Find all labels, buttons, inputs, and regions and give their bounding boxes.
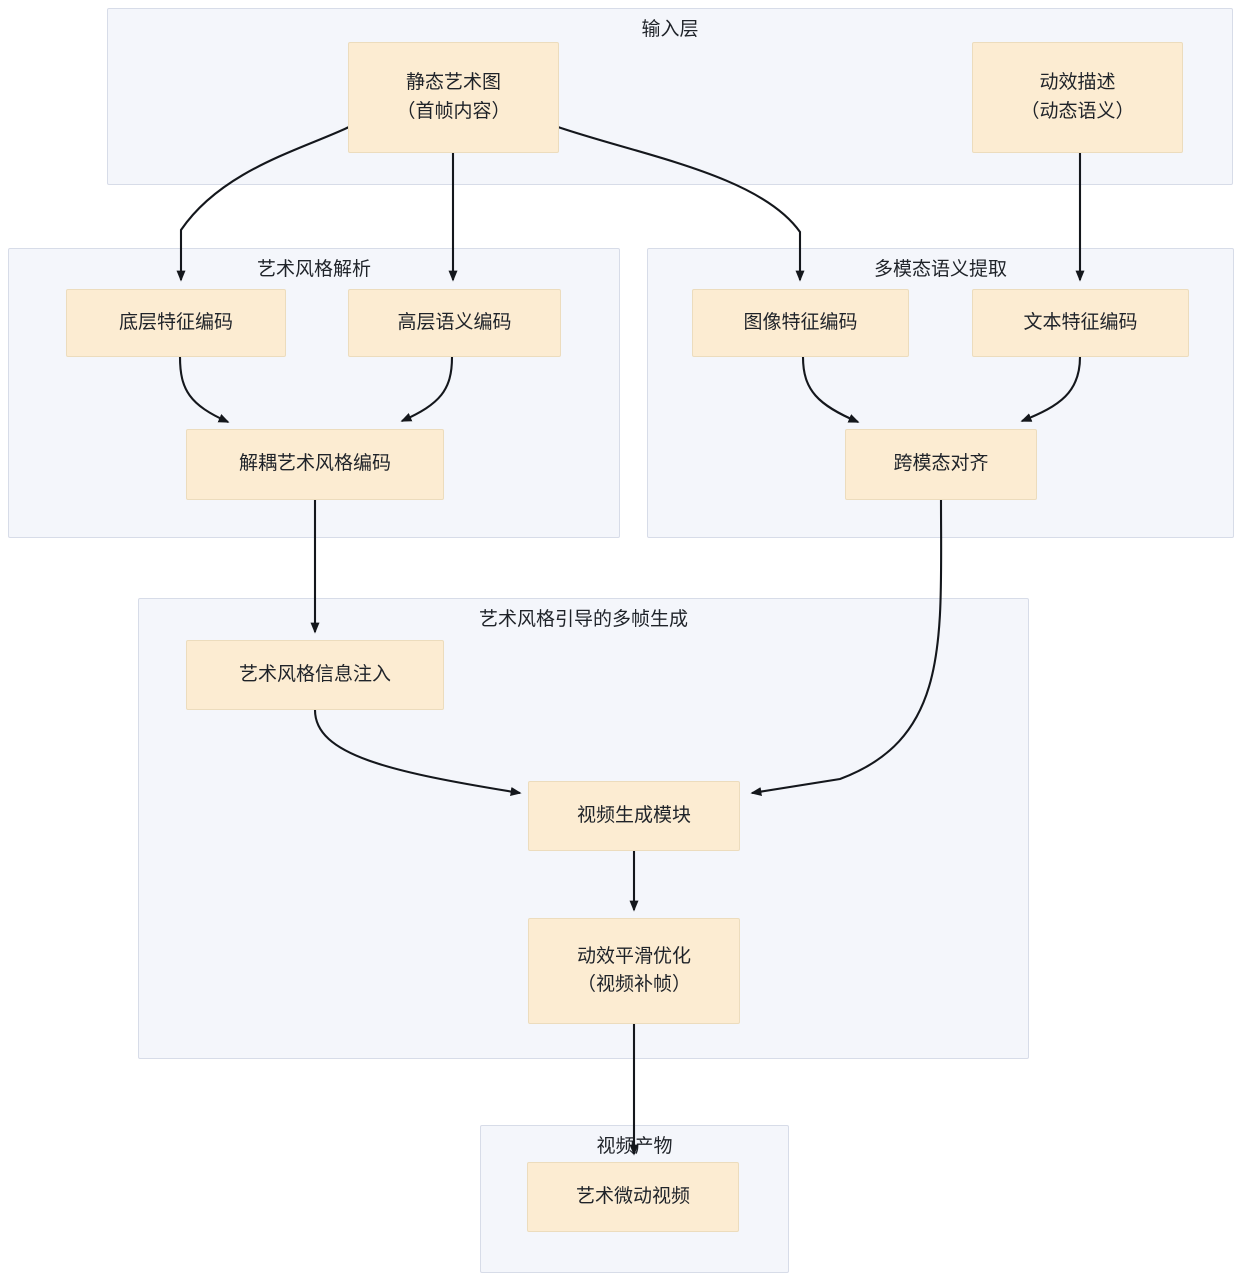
node-style-info-injection[interactable]: 艺术风格信息注入 [186,640,444,710]
cluster-label-multiframe-generation: 艺术风格引导的多帧生成 [478,609,688,630]
node-label-low-level-feature-encoding: 底层特征编码 [118,311,233,333]
node-label-video-generation-module: 视频生成模块 [576,804,691,826]
node-image-feature-encoding[interactable]: 图像特征编码 [692,289,909,357]
node-label-motion-smoothing-optimization: 动效平滑优化 （视频补帧） [576,945,691,996]
node-artistic-micro-motion-video[interactable]: 艺术微动视频 [527,1162,739,1232]
node-label-artistic-micro-motion-video: 艺术微动视频 [575,1185,690,1207]
node-label-disentangled-style-encoding: 解耦艺术风格编码 [238,453,391,475]
node-video-generation-module[interactable]: 视频生成模块 [528,781,740,851]
node-motion-description[interactable]: 动效描述 （动态语义） [972,42,1183,153]
node-text-feature-encoding[interactable]: 文本特征编码 [972,289,1189,357]
cluster-label-video-output: 视频产物 [596,1136,673,1157]
node-disentangled-style-encoding[interactable]: 解耦艺术风格编码 [186,429,444,500]
node-label-high-level-semantic-encoding: 高层语义编码 [397,311,512,333]
node-motion-smoothing-optimization[interactable]: 动效平滑优化 （视频补帧） [528,918,740,1024]
node-static-art-image[interactable]: 静态艺术图 （首帧内容） [348,42,559,153]
node-label-image-feature-encoding: 图像特征编码 [743,311,858,333]
node-low-level-feature-encoding[interactable]: 底层特征编码 [66,289,286,357]
node-cross-modal-alignment[interactable]: 跨模态对齐 [845,429,1037,500]
node-high-level-semantic-encoding[interactable]: 高层语义编码 [348,289,561,357]
node-label-static-art-image: 静态艺术图 （首帧内容） [396,72,511,122]
node-label-style-info-injection: 艺术风格信息注入 [238,663,391,685]
node-label-cross-modal-alignment: 跨模态对齐 [893,453,989,475]
cluster-label-multimodal-semantics: 多模态语义提取 [873,259,1007,280]
cluster-label-input-layer: 输入层 [641,19,699,40]
cluster-label-style-analysis: 艺术风格解析 [256,259,371,280]
node-label-motion-description: 动效描述 （动态语义） [1020,72,1135,122]
node-label-text-feature-encoding: 文本特征编码 [1023,311,1138,333]
